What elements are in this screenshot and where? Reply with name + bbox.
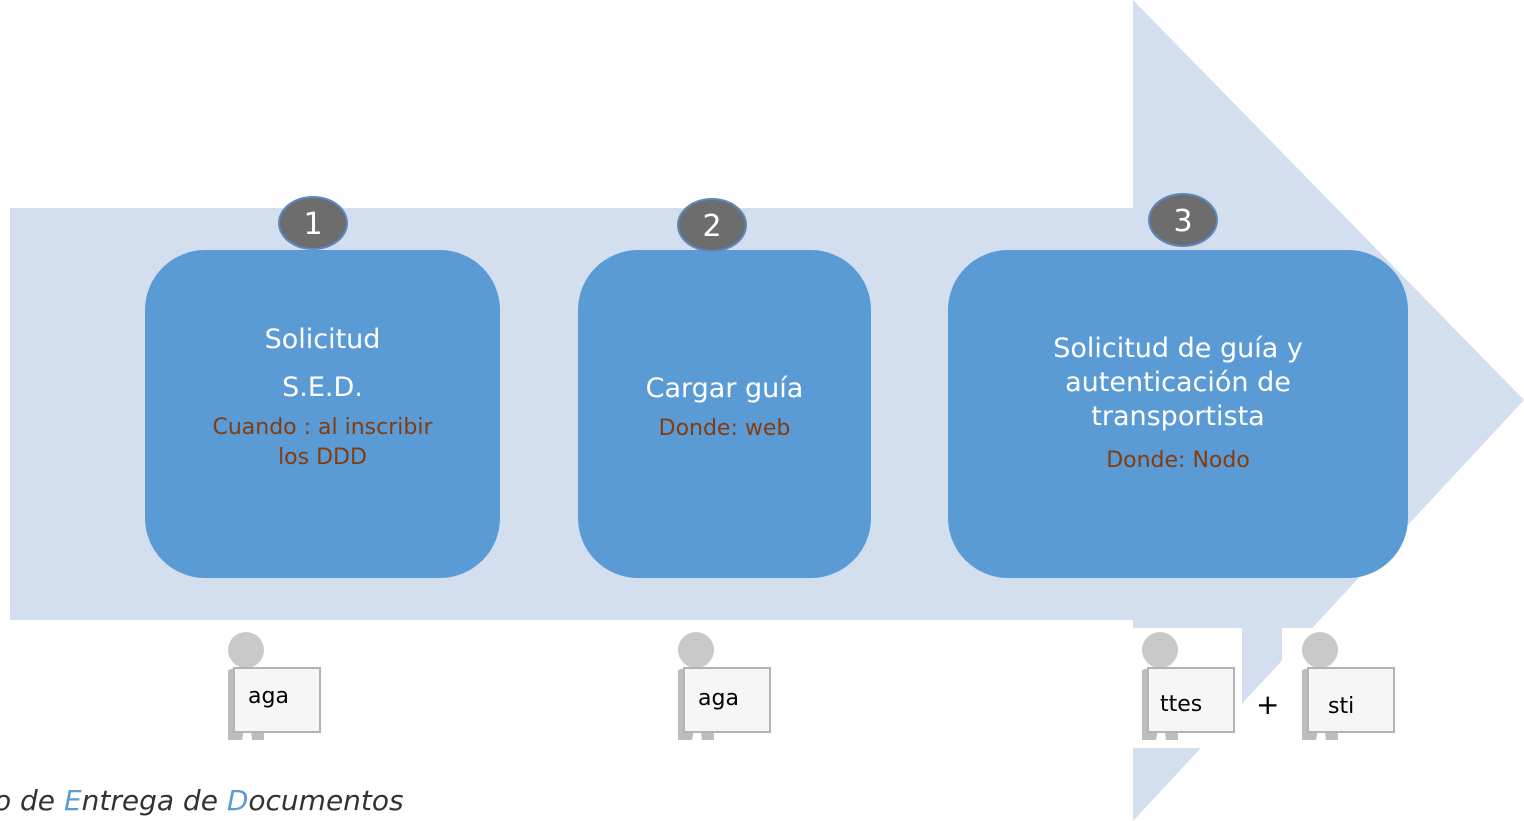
step-1-detail-line-2: los DDD [278,445,367,470]
person-holding-sign-icon [228,632,321,740]
actor-figure-4 [1282,628,1402,748]
step-1-detail-line-1: Cuando : al inscribir [212,415,433,440]
plus-connector: + [1256,688,1280,721]
person-holding-sign-icon [1142,632,1235,740]
step-2-box: Cargar guía Donde: web [578,250,871,578]
step-1-box: Solicitud S.E.D. Cuando : al inscribir l… [145,250,500,578]
actor-4-sign-label: sti [1328,694,1355,719]
footer-part-3: ntrega de [81,784,227,817]
footer-part-2: E [63,784,82,817]
actor-3-sign-label: ttes [1160,692,1203,717]
footer-part-5: ocumentos [248,784,404,817]
actor-1-sign-label: aga [248,684,289,709]
actor-figure-3 [1122,628,1242,748]
actor-2-sign-label: aga [698,686,739,711]
step-3-number-badge: 3 [1148,193,1218,247]
step-1-number-badge: 1 [278,196,348,250]
actor-figure-2 [658,628,778,748]
footer-part-1: o de [0,784,64,817]
footer-part-4: D [226,784,249,817]
actor-figure-1 [208,628,328,748]
person-holding-sign-icon [678,632,771,740]
step-2-title-line-1: Cargar guía [645,373,804,404]
step-2-number-badge: 2 [677,198,747,252]
person-holding-sign-icon [1302,632,1395,740]
step-2-detail-line-1: Donde: web [658,416,791,441]
step-1-title-line-1: Solicitud [264,324,381,355]
step-3-title-line-2: autenticación de [1065,367,1291,398]
step-1-title-line-2: S.E.D. [282,372,363,403]
footer-caption: o de Entrega de Documentos [0,784,404,817]
step-3-title-line-1: Solicitud de guía y [1053,333,1303,364]
step-3-detail-line-1: Donde: Nodo [1106,448,1250,473]
step-3-title-line-3: transportista [1091,401,1265,432]
step-3-box: Solicitud de guía y autenticación de tra… [948,250,1408,578]
